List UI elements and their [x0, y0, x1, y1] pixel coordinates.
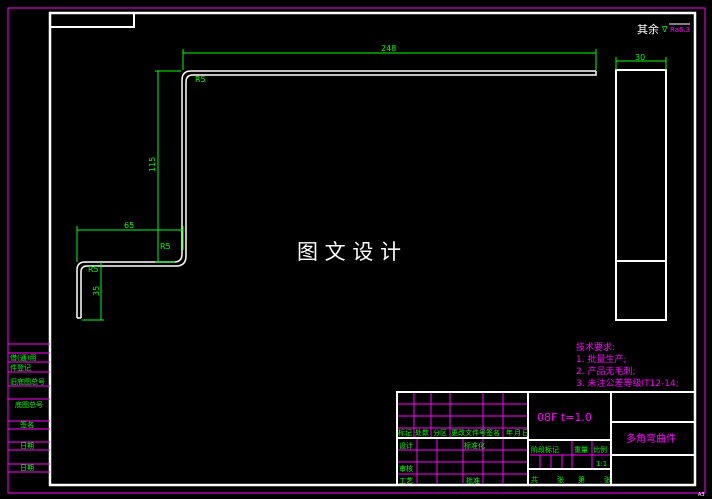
dim-248: 248: [381, 44, 396, 53]
dim-65: 65: [124, 221, 134, 230]
material-spec: 08F t=1.0: [537, 411, 592, 424]
dim-35: 35: [92, 286, 101, 296]
svg-text:张: 张: [557, 475, 564, 484]
svg-text:底图总号: 底图总号: [15, 400, 43, 409]
svg-text:标准化: 标准化: [464, 441, 485, 450]
svg-text:借(通)用: 借(通)用: [10, 353, 36, 362]
svg-text:日期: 日期: [20, 464, 34, 472]
surface-finish-icon: ∇: [661, 25, 668, 34]
svg-text:标记: 标记: [398, 428, 412, 437]
center-watermark: 图 文 设 计: [297, 240, 401, 264]
side-view: [615, 69, 667, 321]
svg-text:月: 月: [514, 429, 521, 437]
outer-border: [7, 7, 706, 494]
dim-r5-top: R5: [195, 75, 206, 84]
svg-text:旧底图总号: 旧底图总号: [10, 377, 45, 386]
svg-text:签名: 签名: [486, 428, 500, 437]
svg-text:共: 共: [531, 475, 538, 484]
code-box: [49, 12, 135, 28]
part-profile-outer: [76, 70, 596, 318]
roughness-value: Ra6.3: [670, 26, 690, 34]
svg-text:审核: 审核: [399, 464, 413, 473]
tech-requirements: 技术要求: 1. 批量生产; 2. 产品无毛刺; 3. 未注公差等级IT12-1…: [576, 341, 679, 389]
svg-text:重量: 重量: [574, 446, 588, 454]
svg-text:比例: 比例: [593, 445, 607, 454]
svg-text:设计: 设计: [399, 441, 413, 450]
part-profile-inner: [77, 71, 597, 319]
svg-text:年: 年: [506, 428, 513, 437]
svg-text:签名: 签名: [20, 420, 34, 429]
svg-text:日期: 日期: [20, 442, 34, 450]
part-name: 多角弯曲件: [626, 432, 676, 445]
scale-value: 1:1: [596, 460, 607, 468]
surface-finish-prefix: 其余: [637, 22, 659, 36]
svg-text:分区: 分区: [433, 428, 447, 437]
svg-text:第: 第: [578, 475, 585, 484]
dimension-lines: [76, 49, 667, 321]
svg-text:处数: 处数: [415, 428, 429, 437]
dim-r5-low: R5: [88, 265, 99, 274]
dim-r5-mid: R5: [160, 242, 171, 251]
svg-text:张: 张: [604, 475, 611, 484]
svg-text:件登记: 件登记: [10, 363, 31, 372]
svg-text:更改文件号: 更改文件号: [451, 428, 486, 437]
drawing-frame: [48, 11, 697, 487]
svg-text:阶段标记: 阶段标记: [531, 445, 559, 454]
dim-115: 115: [148, 157, 157, 172]
svg-text:1. 批量生产;: 1. 批量生产;: [576, 353, 626, 365]
side-table: 借(通)用 件登记 旧底图总号 底图总号 签名 日期 日期: [8, 343, 50, 473]
svg-text:2. 产品无毛刺;: 2. 产品无毛刺;: [576, 365, 635, 377]
sheet-size-mark: A3: [698, 492, 705, 498]
svg-text:3. 未注公差等级IT12-14;: 3. 未注公差等级IT12-14;: [576, 377, 679, 389]
svg-text:技术要求:: 技术要求:: [576, 341, 615, 353]
svg-text:批准: 批准: [466, 476, 480, 485]
svg-text:日: 日: [522, 429, 529, 437]
title-block: 标记 处数 分区 更改文件号 签名 年 月 日 设计 标准化 审核 工艺 批准 …: [396, 391, 696, 486]
dim-30: 30: [635, 53, 645, 62]
svg-text:工艺: 工艺: [399, 477, 413, 485]
